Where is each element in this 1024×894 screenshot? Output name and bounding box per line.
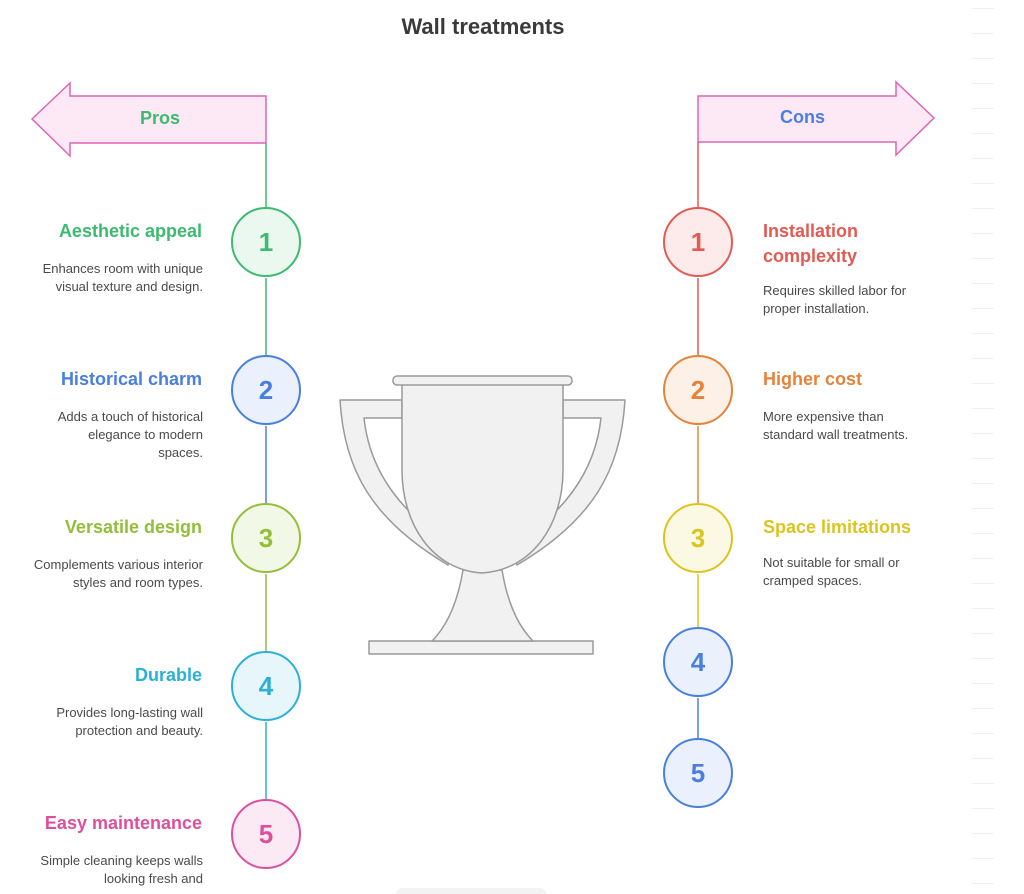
pros-item-desc: Provides long-lasting wall protection an… bbox=[56, 705, 203, 738]
pros-number-badge: 2 bbox=[231, 355, 301, 425]
cons-item-title: Installation complexity bbox=[763, 221, 859, 266]
pros-item-title: Durable bbox=[134, 665, 202, 685]
cons-item-title: Space limitations bbox=[763, 517, 912, 537]
cons-label: Cons bbox=[780, 107, 825, 127]
cons-number-badge: 4 bbox=[663, 627, 733, 697]
pros-item-desc: Simple cleaning keeps walls looking fres… bbox=[40, 853, 203, 886]
cons-number-badge: 2 bbox=[663, 355, 733, 425]
pros-item-title: Aesthetic appeal bbox=[58, 221, 202, 241]
cons-number-badge: 3 bbox=[663, 503, 733, 573]
pros-number-badge: 3 bbox=[231, 503, 301, 573]
bottom-shadow bbox=[396, 888, 546, 894]
pros-number-badge: 4 bbox=[231, 651, 301, 721]
scroll-track bbox=[972, 8, 994, 888]
pros-number-badge: 5 bbox=[231, 799, 301, 869]
pros-item-title: Easy maintenance bbox=[44, 813, 202, 833]
pros-number-badge: 1 bbox=[231, 207, 301, 277]
pros-item-title: Versatile design bbox=[64, 517, 202, 537]
cons-arrow bbox=[697, 80, 936, 157]
cons-item-desc: Requires skilled labor for proper instal… bbox=[763, 283, 907, 316]
cons-item-title: Higher cost bbox=[763, 369, 863, 389]
trophy-icon bbox=[339, 375, 626, 655]
page-title: Wall treatments bbox=[401, 14, 565, 39]
cons-number-badge: 5 bbox=[663, 738, 733, 808]
cons-number-badge: 1 bbox=[663, 207, 733, 277]
pros-item-desc: Enhances room with unique visual texture… bbox=[42, 261, 203, 294]
cons-item-desc: Not suitable for small or cramped spaces… bbox=[763, 555, 900, 588]
pros-arrow bbox=[30, 81, 267, 158]
pros-label: Pros bbox=[140, 108, 181, 128]
pros-item-title: Historical charm bbox=[60, 369, 202, 389]
pros-item-desc: Adds a touch of historical elegance to m… bbox=[57, 409, 203, 460]
pros-item-desc: Complements various interior styles and … bbox=[33, 557, 203, 590]
cons-item-desc: More expensive than standard wall treatm… bbox=[763, 409, 909, 442]
